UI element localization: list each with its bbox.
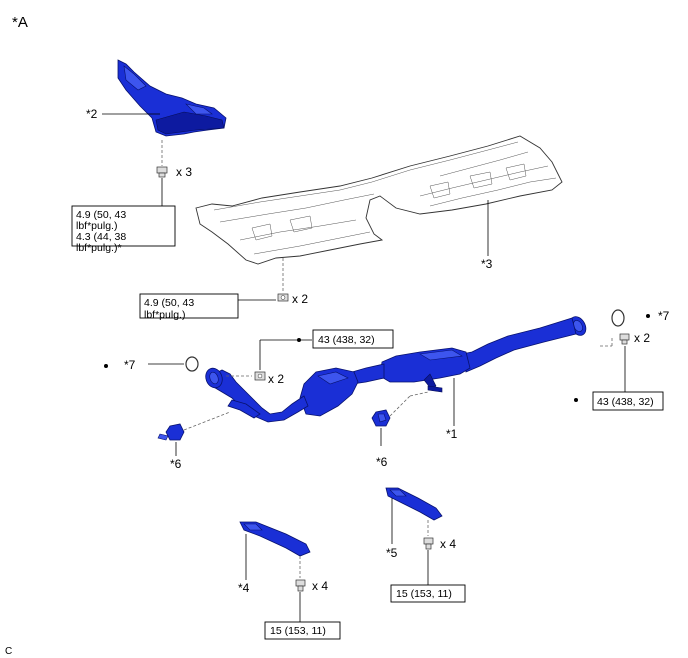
- torque-part-5: 15 (153, 11): [396, 588, 452, 600]
- bullet-dot: [646, 314, 650, 318]
- torque-box-front-nut: 43 (438, 32): [312, 329, 394, 349]
- torque-part-4: 15 (153, 11): [270, 625, 326, 637]
- bolt-icon: [619, 333, 630, 345]
- torque-part-2-line-4: lbf*pulg.)*: [76, 242, 122, 254]
- quantity-nut-x2-front: x 2: [268, 372, 284, 386]
- bracket-part-4: [239, 521, 311, 557]
- exhaust-pipe-part-1: [205, 316, 587, 423]
- torque-box-part-4: 15 (153, 11): [264, 621, 341, 640]
- quantity-bolt-x2-rear: x 2: [634, 331, 650, 345]
- dash-line-part-6-right: [389, 395, 411, 417]
- gasket-part-7-right: [611, 309, 625, 327]
- callout-part-1: *1: [446, 427, 458, 441]
- callout-part-5: *5: [386, 546, 398, 560]
- gasket-part-7-left: [185, 356, 199, 372]
- torque-rear-bolt: 43 (438, 32): [597, 396, 654, 408]
- torque-part-2-line-3: 4.3 (44, 38: [76, 231, 126, 243]
- torque-box-part-2: 4.9 (50, 43 lbf*pulg.) 4.3 (44, 38 lbf*p…: [71, 205, 176, 254]
- figure-label: *A: [12, 14, 28, 31]
- quantity-bolt-x4-left: x 4: [312, 579, 328, 593]
- quantity-bolt-x4-right: x 4: [440, 537, 456, 551]
- callout-part-7-right: *7: [658, 309, 670, 323]
- callout-part-7-left: *7: [124, 358, 136, 372]
- heat-insulator-part-2: [117, 59, 227, 137]
- nut-icon: [277, 293, 289, 302]
- quantity-bolt-x3: x 3: [176, 165, 192, 179]
- dash-line-part-6-left: [183, 411, 231, 431]
- bolt-icon: [423, 537, 434, 550]
- dash-line-part-6-right-2: [409, 391, 429, 397]
- cushion-part-6-right: [371, 409, 391, 427]
- nut-icon: [254, 371, 266, 381]
- callout-part-3: *3: [481, 257, 493, 271]
- bolt-icon: [295, 579, 306, 592]
- bullet-dot: [574, 398, 578, 402]
- callout-part-6-left: *6: [170, 457, 182, 471]
- bracket-part-5: [385, 487, 443, 521]
- bolt-icon: [156, 166, 168, 178]
- torque-part-3-line-2: lbf*pulg.): [144, 309, 185, 321]
- torque-part-2-line-1: 4.9 (50, 43: [76, 209, 126, 221]
- torque-front-nut: 43 (438, 32): [318, 334, 375, 346]
- heat-insulator-part-3: [195, 135, 563, 265]
- callout-part-2: *2: [86, 107, 98, 121]
- callout-part-6-right: *6: [376, 455, 388, 469]
- bullet-dot: [104, 364, 108, 368]
- cushion-part-6-left: [157, 423, 185, 441]
- torque-box-part-5: 15 (153, 11): [390, 584, 466, 603]
- bullet-dot: [297, 338, 301, 342]
- quantity-nut-x2-upper: x 2: [292, 292, 308, 306]
- torque-part-2-line-2: lbf*pulg.): [76, 220, 117, 232]
- torque-box-part-3: 4.9 (50, 43 lbf*pulg.): [139, 293, 239, 321]
- torque-part-3-line-1: 4.9 (50, 43: [144, 297, 194, 309]
- corner-mark: C: [5, 646, 12, 657]
- callout-part-4: *4: [238, 581, 250, 595]
- torque-box-rear-bolt: 43 (438, 32): [592, 391, 664, 411]
